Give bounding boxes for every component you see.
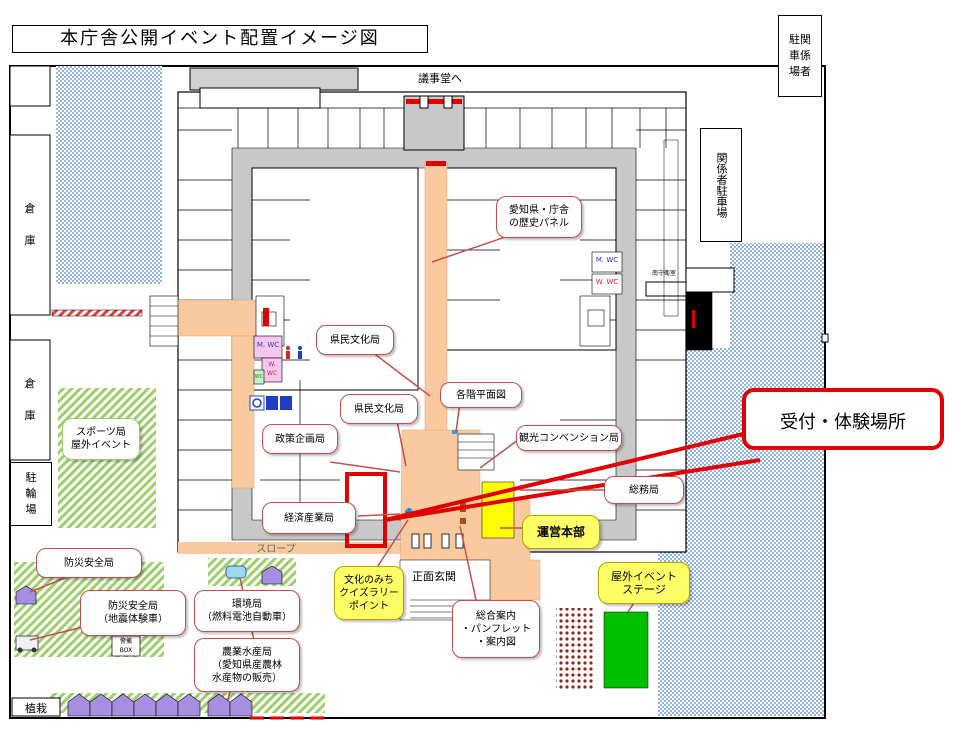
fuel-cell-car-icon (225, 565, 247, 579)
callout-floor-plan: 各階平面図 (440, 382, 522, 408)
callout-bosai-2: 防災安全局 （地震体験車） (80, 590, 186, 636)
callout-reception: 受付・体験場所 (742, 388, 944, 450)
parking-staff-label: 駐関 車係 場者 (778, 15, 822, 97)
guard-box-label: 警備 BOX (119, 638, 133, 654)
plants-label: 植栽 (25, 702, 47, 715)
callout-bunka-quiz: 文化のみち クイズラリー ポイント (334, 566, 404, 620)
warehouse-2-label: 倉 庫 (24, 377, 36, 422)
callout-kankyo: 環境局 （燃料電池自動車） (194, 590, 300, 632)
callout-keizai: 経済産業局 (262, 502, 356, 534)
gikaido-label: 議事堂へ (418, 72, 462, 85)
guard-room-label: 南守衛室 (651, 270, 676, 277)
warehouse-1-label: 倉 庫 (24, 202, 36, 247)
event-stage (603, 611, 649, 689)
callout-kanko: 観光コンベンション局 (516, 425, 622, 451)
callout-sogo: 総合案内 ・パンフレット ・案内図 (452, 600, 540, 658)
callout-kenmin-1: 県民文化局 (316, 325, 394, 355)
callout-kenmin-2: 県民文化局 (340, 394, 418, 424)
pond-right-top (730, 243, 824, 348)
callout-somu: 総務局 (604, 476, 684, 504)
callout-nogyo: 農業水産局 （愛知県産農林 水産物の販売） (194, 638, 300, 692)
pond-left (56, 66, 162, 284)
callout-bosai-1: 防災安全局 (36, 548, 142, 578)
callout-seisaku: 政策企画局 (262, 424, 338, 454)
central-corridor (424, 161, 448, 463)
parking-staff-label-2: 関係者駐車場 (700, 128, 742, 242)
page-title: 本庁舎公開イベント配置イメージ図 (12, 25, 428, 53)
bicycle-parking-label: 駐 輪 場 (10, 462, 52, 526)
wwc-right-label: W. WC (595, 278, 619, 286)
restroom-icon (286, 346, 302, 359)
warehouse-2 (9, 339, 51, 461)
mwc-right-label: M. WC (595, 256, 619, 264)
callout-unei: 運営本部 (522, 515, 600, 549)
callout-history-panel: 愛知県・庁舎 の歴史パネル (496, 196, 582, 238)
callout-sports: スポーツ局 屋外イベント (62, 418, 140, 460)
audience-seats (556, 608, 594, 690)
front-entrance-label: 正面玄関 (412, 570, 456, 583)
accessibility-icon (249, 395, 292, 411)
callout-stage: 屋外イベント ステージ (598, 562, 690, 604)
guard-box (111, 635, 141, 657)
wc-small-label: WC (254, 374, 264, 380)
mwc-left-label: M. WC (256, 341, 280, 349)
wwc-left-label: W. WC (266, 361, 278, 377)
tents-row (67, 693, 253, 717)
warehouse-1 (9, 134, 51, 316)
slope-label: スロープ (256, 544, 296, 555)
